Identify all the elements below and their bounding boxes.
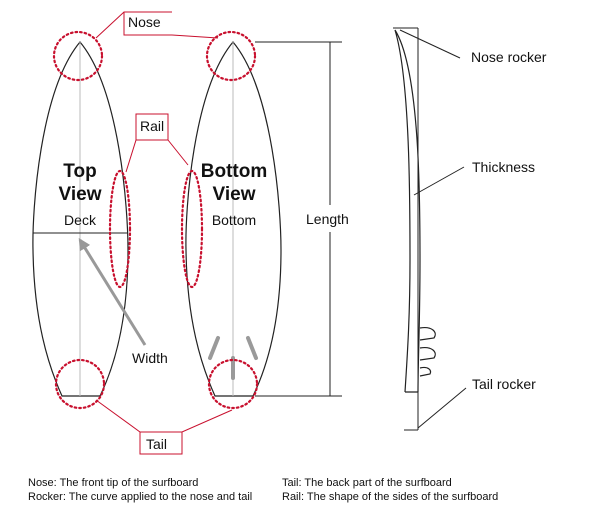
nose-rocker-label: Nose rocker	[471, 49, 547, 65]
thickness-label: Thickness	[472, 159, 535, 175]
bottom-view-board	[185, 41, 282, 397]
tail-label: Tail	[146, 436, 167, 452]
width-label: Width	[132, 350, 168, 366]
legend-rocker: Rocker: The curve applied to the nose an…	[28, 491, 253, 503]
rail-callout	[125, 113, 189, 173]
top-nose-highlight	[52, 30, 104, 82]
bottom-rail-highlight	[180, 169, 204, 289]
length-dimension	[255, 41, 342, 397]
top-view-surface-label: Deck	[64, 212, 97, 228]
side-profile-board	[393, 27, 467, 431]
bottom-view-title-line1: Bottom	[201, 161, 267, 182]
tail-rocker-label: Tail rocker	[472, 376, 536, 392]
nose-label: Nose	[128, 14, 161, 30]
top-view-title-line2: View	[59, 184, 102, 205]
side-fin-lower	[419, 366, 432, 377]
top-view-board	[32, 41, 147, 397]
fin-right	[246, 336, 258, 360]
length-label: Length	[306, 211, 349, 227]
side-profile-outline	[394, 29, 421, 393]
top-view-title-line1: Top	[63, 161, 96, 182]
top-tail-highlight	[54, 358, 106, 410]
top-view-outline	[32, 41, 129, 397]
fin-left	[208, 336, 220, 360]
bottom-view-outline	[185, 41, 282, 397]
legend-tail: Tail: The back part of the surfboard	[282, 477, 452, 489]
bottom-tail-highlight	[207, 358, 259, 410]
legend-nose: Nose: The front tip of the surfboard	[28, 477, 199, 489]
nose-rocker-leader	[399, 29, 461, 59]
top-rail-highlight	[108, 169, 132, 289]
tail-rocker-leader	[417, 387, 467, 429]
width-arrow	[78, 237, 147, 346]
rail-label: Rail	[140, 118, 164, 134]
thickness-leader	[413, 166, 465, 196]
side-fin-middle	[419, 347, 436, 361]
bottom-nose-highlight	[205, 30, 257, 82]
legend-rail: Rail: The shape of the sides of the surf…	[282, 491, 499, 503]
nose-callout	[95, 11, 219, 39]
tail-callout	[95, 399, 233, 455]
bottom-view-surface-label: Bottom	[212, 212, 256, 228]
bottom-view-title-line2: View	[213, 184, 256, 205]
side-fin-upper	[419, 327, 436, 341]
